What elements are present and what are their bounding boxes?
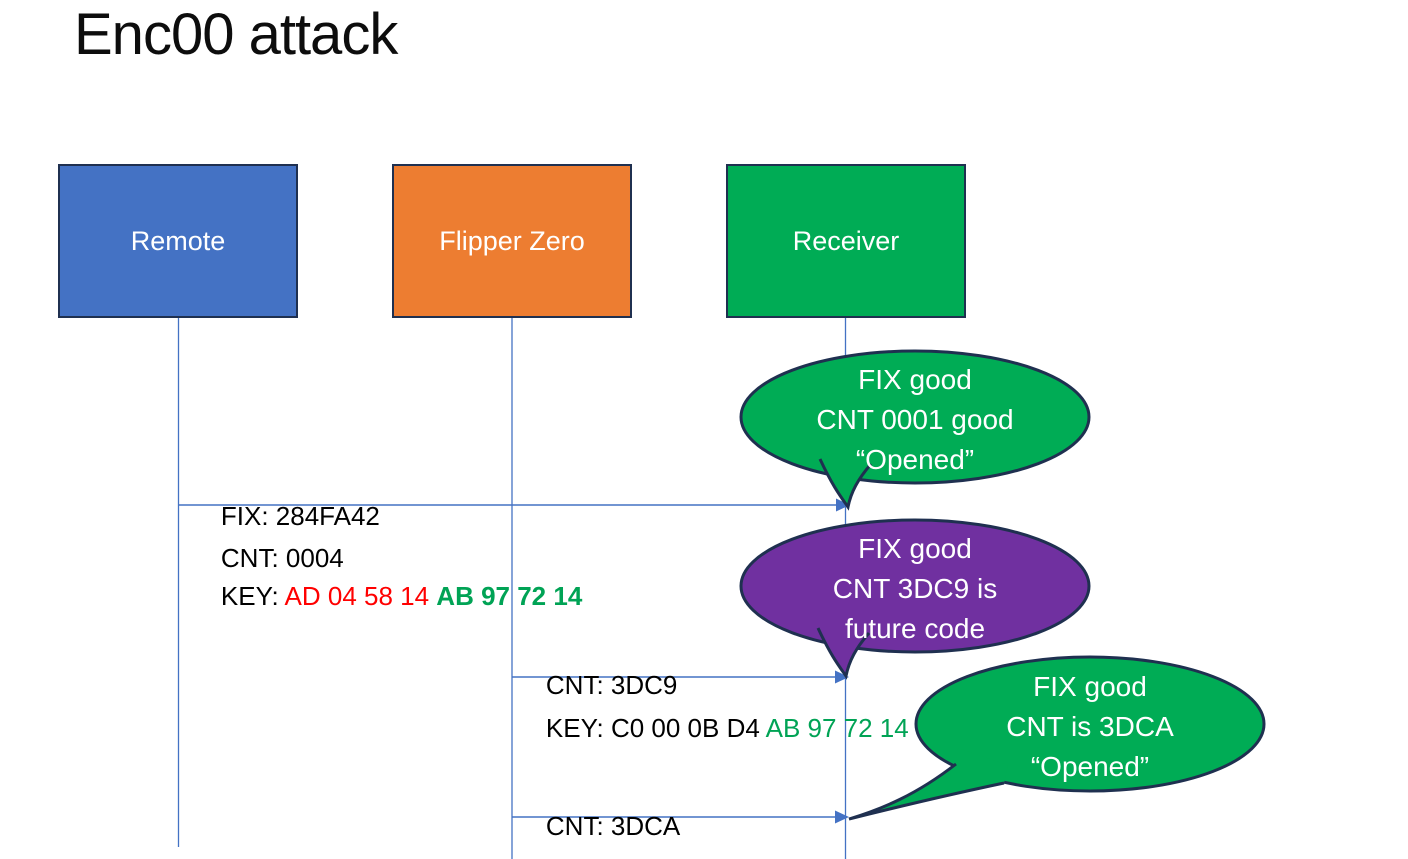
message-arrow-2 <box>512 670 849 684</box>
key-black-bytes: C0 02 8A 33 <box>611 854 760 859</box>
callout-line: FIX good <box>1033 671 1147 702</box>
message-text: FIX: 284FA42 <box>220 501 380 531</box>
callout-2-shape <box>739 518 1091 680</box>
message-2-key-label: KEY: C0 00 0B D4 AB 97 72 14 <box>517 683 909 773</box>
key-green-bytes: AB 97 72 14 <box>765 713 909 743</box>
actor-box-flipper-zero: Flipper Zero <box>392 164 632 318</box>
actor-label: Flipper Zero <box>439 225 585 256</box>
key-green-bytes: AB 97 72 14 <box>436 581 583 611</box>
actor-box-remote: Remote <box>58 164 298 318</box>
message-2-cnt-label: CNT: 3DC9 <box>517 640 677 730</box>
message-1-key-label: KEY: AD 04 58 14 AB 97 72 14 <box>192 551 582 641</box>
message-1-fix-label: FIX: 284FA42 <box>192 471 380 561</box>
callout-3-shape <box>848 655 1266 821</box>
callout-1-text: FIX good CNT 0001 good “Opened” <box>765 360 1065 480</box>
message-1-cnt-label: CNT: 0004 <box>192 513 344 603</box>
message-3-key-label: KEY: C0 02 8A 33 AB 97 72 14 <box>517 824 903 859</box>
actor-box-receiver: Receiver <box>726 164 966 318</box>
message-text: CNT: 3DCA <box>545 811 681 841</box>
callout-line: “Opened” <box>855 444 975 475</box>
message-3-cnt-label: CNT: 3DCA <box>517 781 680 859</box>
actor-label: Receiver <box>792 225 900 256</box>
callout-line: FIX good <box>858 533 972 564</box>
callout-line: “Opened” <box>1030 751 1150 782</box>
callout-1-shape <box>739 349 1091 511</box>
page-title: Enc00 attack <box>74 2 398 67</box>
key-red-bytes: AD 04 58 14 <box>284 581 437 611</box>
callout-line: CNT is 3DCA <box>1006 711 1174 742</box>
callout-line: CNT 0001 good <box>816 404 1014 435</box>
message-text: CNT: 3DC9 <box>545 670 678 700</box>
key-prefix: KEY: <box>220 581 285 611</box>
key-prefix: KEY: <box>545 713 611 743</box>
callout-line: FIX good <box>858 364 972 395</box>
callout-line: CNT 3DC9 is <box>832 573 998 604</box>
actor-label: Remote <box>130 225 226 256</box>
callout-line: future code <box>844 613 986 644</box>
message-arrow-1 <box>179 498 850 512</box>
callout-3-text: FIX good CNT is 3DCA “Opened” <box>940 667 1240 787</box>
key-black-bytes: C0 00 0B D4 <box>610 713 766 743</box>
key-green-bytes: AB 97 72 14 <box>760 854 903 859</box>
message-arrow-3 <box>512 810 849 824</box>
message-text: CNT: 0004 <box>220 543 344 573</box>
callout-2-text: FIX good CNT 3DC9 is future code <box>765 529 1065 649</box>
key-prefix: KEY: <box>546 854 611 859</box>
